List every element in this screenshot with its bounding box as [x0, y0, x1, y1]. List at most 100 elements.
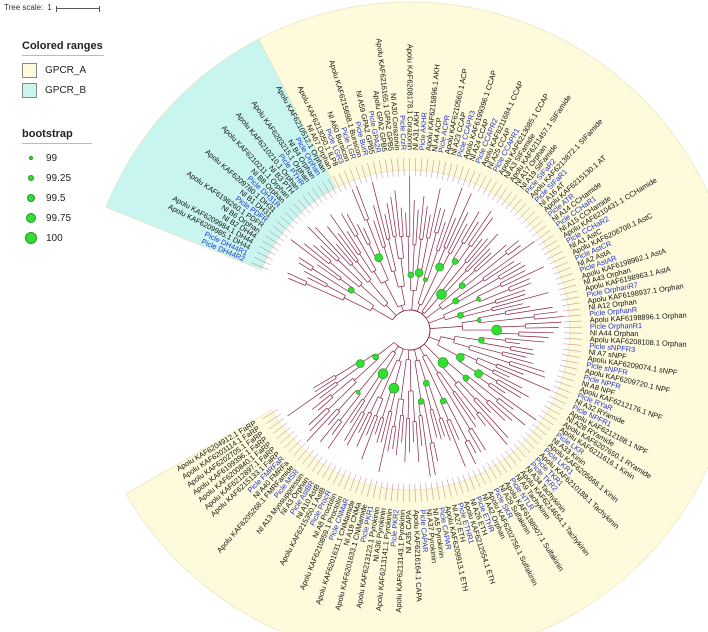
- branch-segment: [376, 418, 385, 443]
- branch-segment: [350, 400, 366, 424]
- leaf-extension: [509, 198, 522, 213]
- bootstrap-node: [422, 379, 430, 387]
- leaf-extension: [307, 453, 319, 469]
- leaf-extension: [562, 348, 581, 352]
- branch-segment: [407, 349, 410, 360]
- branch-segment: [384, 281, 399, 308]
- branch-segment: [454, 336, 482, 341]
- branch-segment: [499, 270, 526, 284]
- branch-segment: [461, 353, 478, 361]
- branch-segment: [475, 397, 492, 413]
- branch-segment: [378, 411, 393, 473]
- leaf-extension: [528, 220, 543, 233]
- leaf-extension: [288, 207, 302, 221]
- branch-segment: [400, 359, 407, 400]
- branch-segment: [344, 411, 362, 441]
- range-a-sector: [125, 1, 708, 632]
- leaf-label: Nl A30 Corazonin: [389, 93, 402, 151]
- leaf-label: Nl A31 AKH: [411, 111, 421, 150]
- branch-segment: [358, 411, 370, 433]
- leaf-extension: [425, 483, 428, 502]
- branch-segment: [311, 394, 331, 410]
- leaf-extension: [420, 483, 422, 502]
- branch-segment: [327, 226, 357, 263]
- leaf-extension: [302, 195, 315, 210]
- leaf-extension: [391, 158, 394, 177]
- leaf-extension: [462, 168, 470, 186]
- branch-segment: [354, 359, 378, 381]
- branch-segment: [496, 325, 526, 328]
- branch-segment: [405, 212, 407, 237]
- branch-segment: [477, 357, 497, 366]
- leaf-extension: [472, 470, 481, 488]
- bootstrap-row-99-75: 99.75: [22, 208, 92, 228]
- branch-segment: [511, 345, 534, 351]
- bootstrap-dot-99: [29, 156, 33, 160]
- branch-segment: [482, 241, 535, 279]
- leaf-extension: [349, 474, 357, 492]
- branch-segment: [356, 261, 372, 280]
- leaf-extension: [561, 354, 580, 358]
- branch-segment: [505, 240, 519, 252]
- branch-segment: [340, 278, 353, 289]
- leaf-extension: [343, 472, 352, 489]
- leaf-extension: [269, 418, 285, 430]
- branch-segment: [468, 349, 510, 364]
- leaf-extension: [446, 479, 452, 497]
- branch-segment: [473, 399, 509, 438]
- leaf-extension: [297, 199, 310, 214]
- branch-segment: [510, 349, 534, 355]
- leaf-extension: [521, 436, 535, 449]
- branch-segment: [424, 383, 432, 410]
- bootstrap-node: [436, 289, 447, 300]
- branch-segment: [335, 361, 360, 377]
- branch-segment: [327, 382, 357, 410]
- branch-segment: [337, 232, 359, 261]
- branch-segment: [357, 224, 368, 245]
- branch-segment: [400, 286, 406, 305]
- branch-segment: [362, 374, 385, 413]
- leaf-extension: [559, 290, 578, 296]
- branch-segment: [288, 278, 306, 286]
- branch-segment: [401, 305, 404, 312]
- branch-segment: [500, 264, 526, 280]
- leaf-extension: [563, 314, 582, 317]
- leaf-extension: [441, 161, 447, 180]
- leaf-label: Picle CrzR: [398, 115, 408, 150]
- bootstrap-node: [355, 359, 365, 368]
- leaf-extension: [385, 159, 389, 178]
- branch-segment: [298, 262, 312, 271]
- leaf-extension: [553, 267, 571, 275]
- leaf-extension: [265, 413, 282, 424]
- leaf-extension: [276, 221, 291, 233]
- leaf-extension: [551, 390, 569, 399]
- leaf-extension: [496, 457, 507, 473]
- legend-range-b: GPCR_B: [22, 80, 104, 100]
- leaf-extension: [513, 202, 527, 217]
- branch-segment: [434, 207, 441, 233]
- branch-segment: [394, 190, 401, 237]
- branch-segment: [363, 227, 371, 244]
- leaf-extension: [505, 195, 517, 210]
- leaf-extension: [402, 483, 405, 502]
- branch-segment: [454, 384, 479, 414]
- branch-segment: [426, 250, 438, 281]
- leaf-extension: [436, 481, 440, 500]
- branch-segment: [471, 217, 493, 247]
- leaf-extension: [284, 211, 299, 225]
- leaf-label: Picle CAPAR: [418, 509, 430, 553]
- leaf-label: Nl A44 Orphan: [590, 328, 639, 338]
- leaf-extension: [535, 419, 551, 431]
- branch-segment: [456, 277, 500, 303]
- branch-segment: [380, 359, 398, 399]
- bootstrap-node: [476, 317, 482, 323]
- leaf-extension: [288, 439, 302, 453]
- branch-segment: [440, 402, 449, 421]
- leaf-extension: [551, 261, 569, 270]
- leaf-extension: [467, 170, 476, 188]
- leaf-extension: [556, 375, 575, 382]
- branch-segment: [380, 411, 390, 443]
- branch-segment: [453, 342, 470, 348]
- bootstrap-node: [377, 368, 389, 380]
- leaf-extension: [538, 235, 554, 246]
